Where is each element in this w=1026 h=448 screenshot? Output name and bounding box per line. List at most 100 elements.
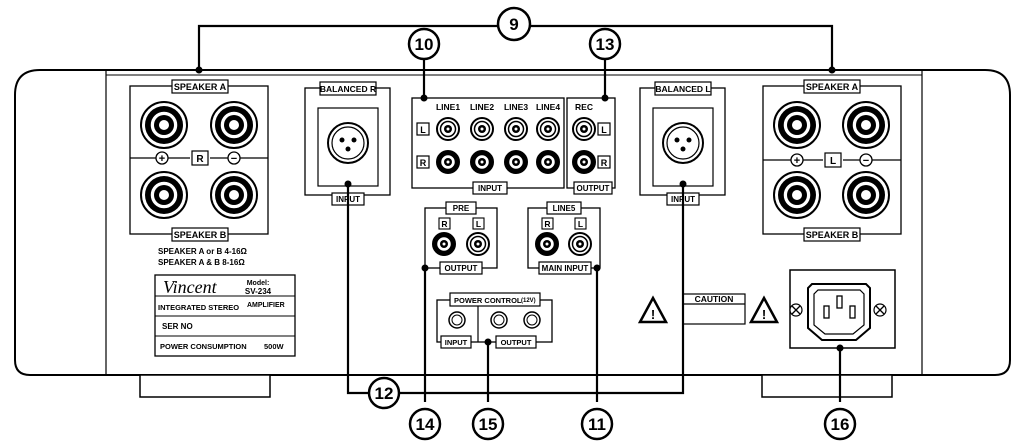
callout-13: 13 [588, 27, 622, 61]
line5-main-input: LINE5 R L MAIN INPUT [527, 201, 601, 275]
svg-text:!: ! [651, 307, 655, 322]
rec-r-label: R [601, 158, 608, 168]
trigger-jack-icon[interactable] [523, 311, 541, 329]
foot-right [761, 374, 893, 398]
power-control-output-label: OUTPUT [501, 338, 532, 347]
ac-power-inlet [789, 269, 896, 349]
binding-post-icon[interactable] [210, 171, 258, 219]
product-type: INTEGRATED STEREO [158, 303, 239, 312]
rca-jack-icon[interactable] [436, 150, 460, 174]
svg-text:11: 11 [588, 415, 606, 434]
callout-14: 14 [408, 407, 442, 441]
pre-title: PRE [453, 204, 470, 213]
line-inputs: LINE1 LINE2 LINE3 LINE4 L R INPUT [411, 97, 565, 195]
rec-bottom-label: OUTPUT [577, 184, 610, 193]
rca-jack-icon[interactable] [504, 117, 528, 141]
binding-post-icon[interactable] [773, 171, 821, 219]
svg-text:+: + [794, 155, 800, 167]
impedance-line-1: SPEAKER A or B 4-16Ω [158, 247, 248, 256]
rca-jack-icon[interactable] [536, 150, 560, 174]
rec-l-label: L [601, 125, 607, 135]
caution-label: CAUTION [695, 294, 734, 304]
rca-jack-icon[interactable] [572, 150, 596, 174]
pre-l-label: L [476, 219, 481, 229]
power-control-title: POWER CONTROL [454, 296, 522, 305]
svg-text:!: ! [762, 307, 766, 322]
rca-jack-icon[interactable] [504, 150, 528, 174]
right-speaker-b-label: SPEAKER B [806, 230, 859, 240]
binding-post-icon[interactable] [210, 101, 258, 149]
svg-text:+: + [159, 153, 165, 165]
line2-label: LINE2 [470, 102, 494, 112]
impedance-line-2: SPEAKER A & B 8-16Ω [158, 258, 245, 267]
line5-title: LINE5 [553, 204, 576, 213]
power-consumption-value: 500W [264, 342, 285, 351]
line1-label: LINE1 [436, 102, 460, 112]
right-speaker-terminals: SPEAKER A + L − SPEAKER B [762, 79, 902, 242]
left-speaker-b-label: SPEAKER B [174, 230, 227, 240]
right-speaker-a-label: SPEAKER A [806, 82, 859, 92]
pre-bottom-label: OUTPUT [445, 264, 478, 273]
xlr-connector-icon[interactable] [327, 122, 369, 164]
trigger-jack-icon[interactable] [448, 311, 466, 329]
balanced-l-input: BALANCED L INPUT [639, 81, 726, 206]
svg-text:−: − [231, 153, 237, 165]
row-l-label: L [420, 125, 426, 135]
svg-text:13: 13 [596, 35, 615, 54]
warning-triangle-icon [637, 295, 669, 324]
callout-9: 9 [496, 6, 532, 42]
rca-jack-icon[interactable] [470, 117, 494, 141]
svg-text:12: 12 [375, 384, 394, 403]
rca-jack-icon[interactable] [436, 117, 460, 141]
balanced-r-title: BALANCED R [320, 84, 376, 94]
balanced-r-input: BALANCED R INPUT [304, 81, 391, 206]
line-inputs-bottom-label: INPUT [478, 184, 502, 193]
power-control-input-label: INPUT [445, 338, 468, 347]
rca-jack-icon[interactable] [568, 232, 592, 256]
model-label: Model: [247, 280, 270, 287]
rca-jack-icon[interactable] [535, 232, 559, 256]
product-type-b: AMPLIFIER [247, 302, 285, 309]
left-speaker-a-label: SPEAKER A [174, 82, 227, 92]
rca-jack-icon[interactable] [536, 117, 560, 141]
binding-post-icon[interactable] [773, 101, 821, 149]
left-channel-label: R [196, 154, 204, 165]
nameplate: Vincent Model: SV-234 INTEGRATED STEREO … [154, 274, 296, 357]
xlr-connector-icon[interactable] [662, 122, 704, 164]
callout-11: 11 [580, 407, 614, 441]
line4-label: LINE4 [536, 102, 560, 112]
serial-label: SER NO [162, 322, 193, 331]
caution-area: ! CAUTION ! [637, 293, 780, 325]
rec-title: REC [575, 102, 593, 112]
trigger-jack-icon[interactable] [490, 311, 508, 329]
minus-icon [227, 151, 241, 165]
minus-icon [859, 153, 873, 167]
binding-post-icon[interactable] [842, 171, 890, 219]
rca-jack-icon[interactable] [572, 117, 596, 141]
balanced-l-title: BALANCED L [655, 84, 710, 94]
svg-text:10: 10 [415, 35, 434, 54]
rca-jack-icon[interactable] [466, 232, 490, 256]
rec-output: REC L R OUTPUT [566, 97, 616, 195]
binding-post-icon[interactable] [140, 101, 188, 149]
svg-text:16: 16 [831, 415, 850, 434]
svg-text:9: 9 [509, 15, 518, 34]
callout-12: 12 [367, 376, 401, 410]
callout-15: 15 [471, 407, 505, 441]
power-control: POWER CONTROL (12V) INPUT OUTPUT [436, 292, 553, 349]
binding-post-icon[interactable] [140, 171, 188, 219]
line5-r-label: R [544, 219, 550, 229]
rca-jack-icon[interactable] [432, 232, 456, 256]
pre-output: PRE R L OUTPUT [424, 201, 498, 275]
binding-post-icon[interactable] [842, 101, 890, 149]
svg-text:15: 15 [479, 415, 498, 434]
plus-icon [155, 151, 169, 165]
callout-leaders [197, 24, 842, 402]
callout-dots [195, 66, 844, 352]
rca-jack-icon[interactable] [470, 150, 494, 174]
foot-left [139, 374, 271, 398]
power-control-voltage: (12V) [521, 298, 536, 304]
line5-bottom-label: MAIN INPUT [542, 264, 589, 273]
